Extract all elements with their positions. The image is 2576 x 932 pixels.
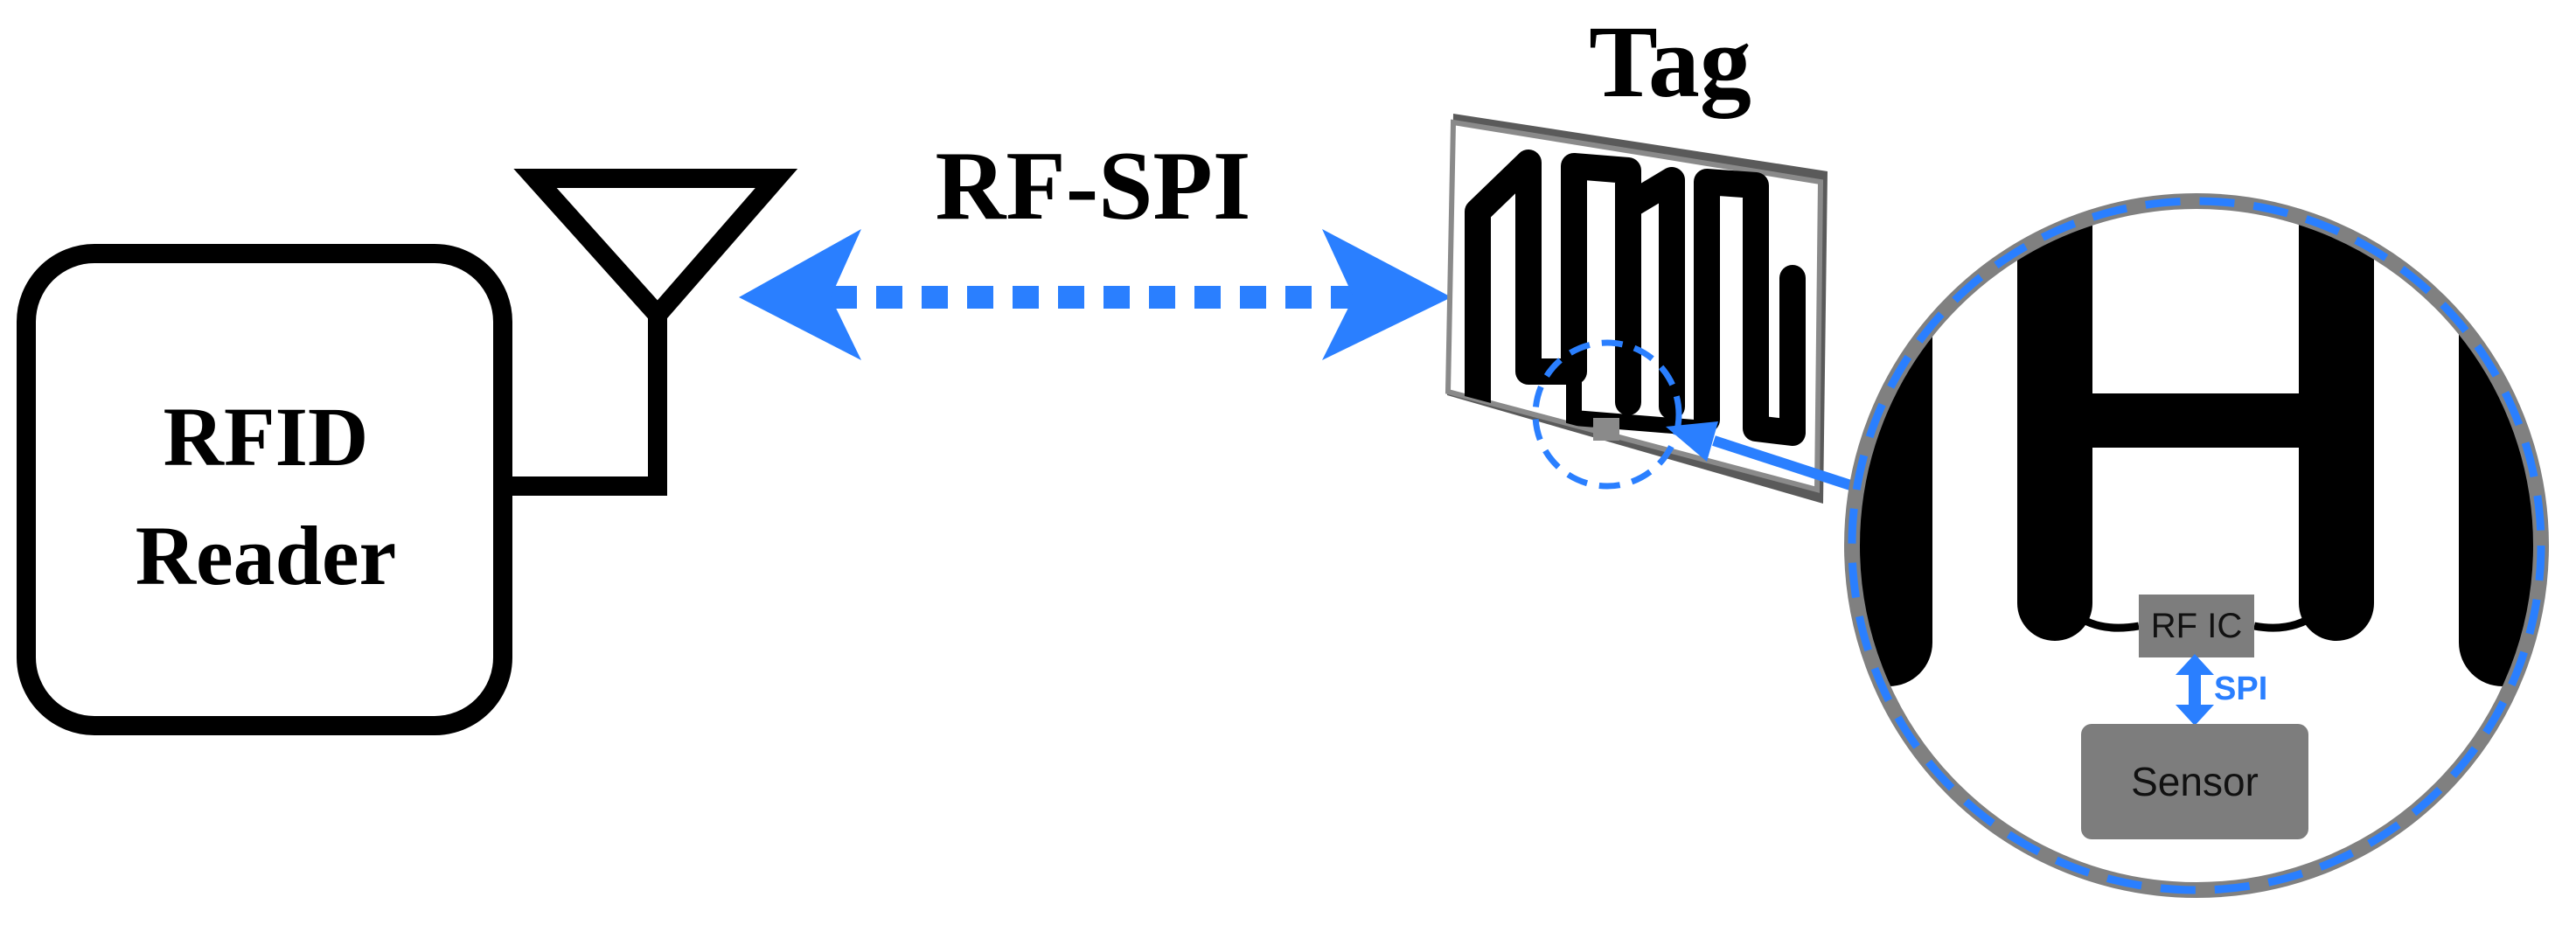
reader-label-line1: RFID [164,390,369,483]
zoom-inset: RF IC SPI Sensor [1844,193,2549,898]
rf-ic-chip [2139,595,2254,657]
spi-up-arrow-icon [2176,654,2214,675]
tag-chip [1593,418,1619,441]
tag-title: Tag [1589,4,1751,119]
right-arrowhead-icon [1322,229,1452,360]
rfid-reader: RFID Reader [17,244,512,735]
tag-card [1445,114,1828,504]
left-arrowhead-icon [739,229,861,360]
sensor-block [2081,724,2308,839]
inset-dashed-outline [1848,197,2545,894]
reader-label-line2: Reader [136,509,397,602]
rf-spi-link: RF-SPI [739,132,1452,360]
spi-down-arrow-icon [2176,705,2214,726]
rf-ic-label: RF IC [2151,607,2242,645]
antenna-icon [503,169,798,496]
reader-box [17,244,512,735]
link-label: RF-SPI [936,132,1251,240]
sensor-label: Sensor [2131,759,2259,804]
spi-label: SPI [2214,671,2267,707]
zoom-indicator-circle [1532,339,1682,490]
callout-arrowhead-icon [1666,421,1718,462]
